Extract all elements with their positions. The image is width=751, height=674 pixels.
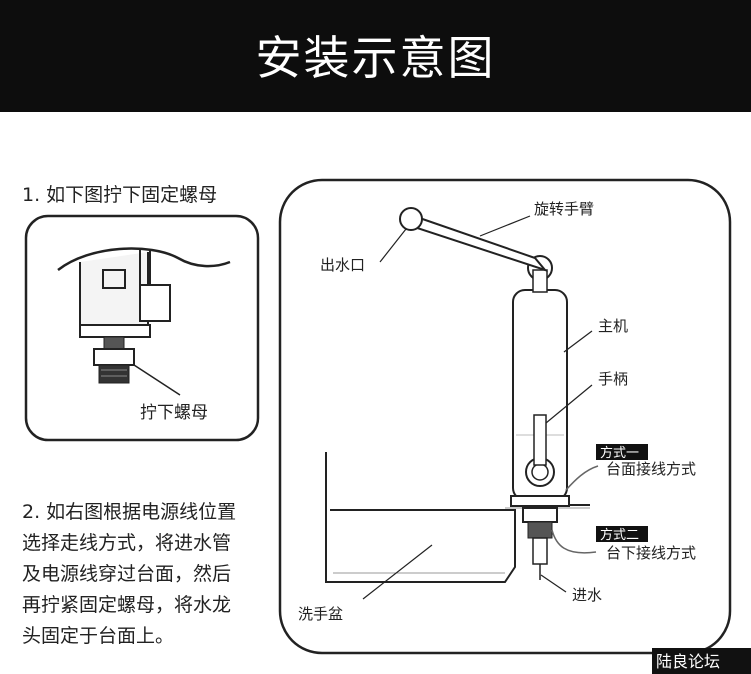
method-1-badge-text: 方式一: [600, 445, 639, 461]
step-2-line: 再拧紧固定螺母，将水龙: [22, 594, 232, 616]
cable-top: [565, 465, 599, 491]
watermark-text: 陆良论坛: [656, 652, 720, 671]
title-banner: 安装示意图: [0, 0, 751, 112]
handle-label: 手柄: [598, 370, 628, 388]
under-washer: [522, 507, 558, 523]
method-2-badge: [596, 526, 648, 542]
main-unit-label: 主机: [598, 317, 628, 335]
main-unit-pointer: [563, 330, 593, 353]
step-2-line: 2. 如右图根据电源线位置: [22, 501, 237, 523]
method-1-label: 台面接线方式: [606, 460, 696, 478]
method-2-badge-text: 方式二: [600, 527, 639, 543]
rotating-arm-shape: [403, 212, 549, 273]
handle-lever: [533, 414, 547, 466]
step-2-line: 及电源线穿过台面，然后: [22, 563, 232, 585]
stem: [103, 336, 125, 350]
nut-detail-panel: 拧下螺母: [24, 214, 260, 442]
nut-detail-frame: [24, 214, 260, 442]
method-1-badge: [596, 444, 648, 460]
step-2-line: 选择走线方式，将进水管: [22, 532, 232, 554]
switch-window: [102, 269, 126, 289]
fixing-nut: [98, 364, 130, 384]
water-inlet-label: 进水: [572, 586, 602, 604]
watermark-bg: [652, 648, 751, 674]
inlet-pipe: [532, 537, 548, 565]
faucet-diagram-panel: 旋转手臂 出水口 主机 手柄 方式一 台面接线方式 方式二 台下接线方式 进水 …: [278, 178, 732, 655]
handle-pointer: [545, 384, 593, 424]
outlet-label: 出水口: [320, 256, 365, 274]
page-title: 安装示意图: [255, 31, 496, 85]
faucet-base: [510, 495, 570, 507]
inlet-pointer: [540, 574, 567, 593]
arm-pointer: [479, 215, 531, 237]
cable-under: [551, 529, 597, 554]
step-2-text: 2. 如右图根据电源线位置 选择走线方式，将进水管 及电源线穿过台面，然后 再拧…: [22, 497, 282, 652]
method-2-label: 台下接线方式: [606, 544, 696, 562]
step-2-line: 头固定于台面上。: [22, 625, 175, 647]
nut-pointer: [133, 364, 181, 396]
sink-pointer: [362, 544, 433, 600]
sink-bowl: [325, 452, 516, 583]
outlet-pointer: [379, 228, 407, 263]
faucet-diagram-frame: [278, 178, 732, 655]
nut-label: 拧下螺母: [140, 403, 208, 423]
under-nut: [527, 521, 553, 539]
water-outlet: [399, 207, 423, 231]
countertop-curve: [57, 247, 231, 271]
sink-label: 洗手盆: [298, 605, 343, 623]
arm-neck: [532, 269, 548, 293]
washer: [93, 348, 135, 366]
handle-detail: [139, 284, 171, 322]
rotating-arm-label: 旋转手臂: [534, 200, 594, 218]
base-plate: [79, 324, 151, 338]
step-1-text: 1. 如下图拧下固定螺母: [22, 184, 218, 206]
